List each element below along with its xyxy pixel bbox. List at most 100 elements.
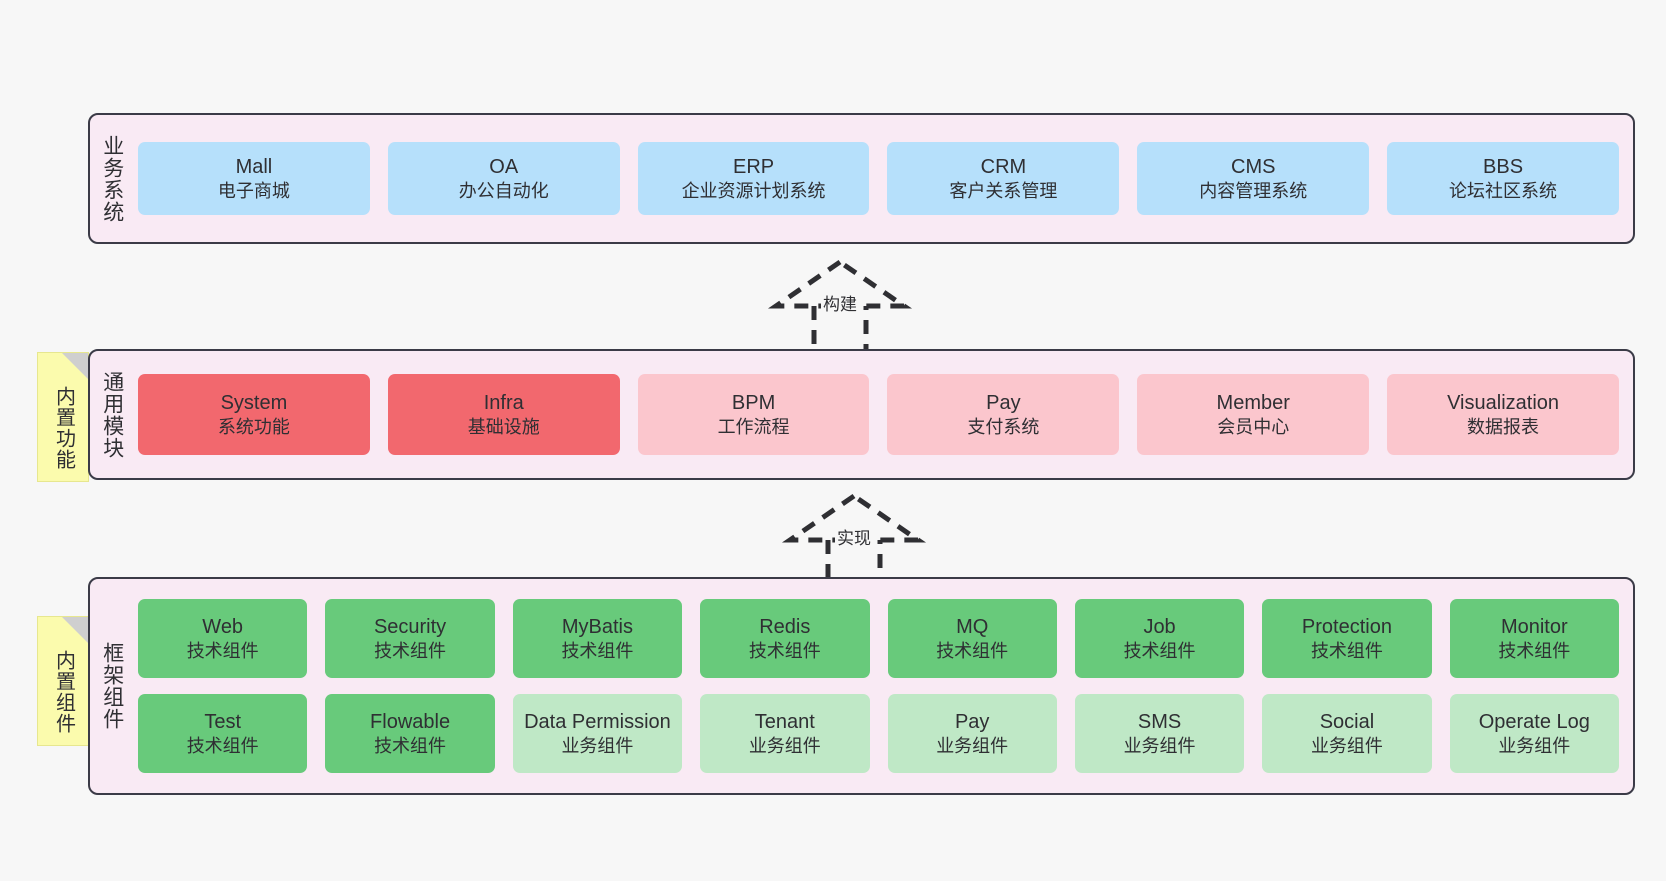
card-subtitle: 业务组件 (1498, 735, 1571, 756)
note-label: 内置功能 (52, 386, 75, 470)
card-title: ERP (733, 155, 775, 178)
card-mq[interactable]: MQ 技术组件 (887, 599, 1057, 678)
card-subtitle: 企业资源计划系统 (681, 180, 826, 201)
card-title: CMS (1231, 155, 1276, 178)
card-redis[interactable]: Redis 技术组件 (700, 599, 870, 678)
card-subtitle: 数据报表 (1467, 416, 1540, 437)
card-title: Member (1216, 391, 1290, 414)
card-sms[interactable]: SMS 业务组件 (1074, 694, 1245, 773)
card-infra[interactable]: Infra 基础设施 (387, 374, 620, 455)
card-pay-business[interactable]: Pay 业务组件 (887, 694, 1057, 773)
card-system[interactable]: System 系统功能 (138, 374, 370, 455)
card-subtitle: 业务组件 (1310, 735, 1383, 756)
card-cms[interactable]: CMS 内容管理系统 (1137, 142, 1370, 215)
layer-title-business: 业务系统 (100, 134, 124, 223)
layer-business-systems: 业务系统 Mall 电子商城 OA 办公自动化 ERP 企业资源计划系统 CRM… (88, 113, 1635, 244)
card-subtitle: 技术组件 (936, 640, 1009, 661)
card-bbs[interactable]: BBS 论坛社区系统 (1387, 142, 1619, 215)
card-erp[interactable]: ERP 企业资源计划系统 (637, 142, 870, 215)
card-title: Operate Log (1478, 710, 1590, 733)
card-title: System (220, 391, 288, 414)
note-label: 内置组件 (52, 650, 75, 734)
card-security[interactable]: Security 技术组件 (325, 599, 495, 678)
card-test[interactable]: Test 技术组件 (138, 694, 308, 773)
card-subtitle: 技术组件 (186, 735, 259, 756)
card-subtitle: 业务组件 (561, 735, 634, 756)
card-subtitle: 业务组件 (936, 735, 1009, 756)
card-crm[interactable]: CRM 客户关系管理 (887, 142, 1120, 215)
card-title: Infra (483, 391, 524, 414)
card-subtitle: 支付系统 (967, 416, 1040, 437)
card-title: Security (373, 615, 447, 638)
card-title: Visualization (1447, 391, 1560, 414)
card-title: BBS (1483, 155, 1524, 178)
card-title: BPM (731, 391, 776, 414)
card-subtitle: 技术组件 (748, 640, 821, 661)
card-title: CRM (980, 155, 1027, 178)
note-fold-icon (62, 617, 88, 643)
connector-build: 构建 (760, 258, 920, 358)
card-subtitle: 基础设施 (467, 416, 540, 437)
card-subtitle: 技术组件 (1310, 640, 1383, 661)
card-web[interactable]: Web 技术组件 (138, 599, 308, 678)
card-title: Monitor (1500, 615, 1568, 638)
card-title: Job (1143, 615, 1176, 638)
card-operate-log[interactable]: Operate Log 业务组件 (1449, 694, 1619, 773)
card-subtitle: 技术组件 (1498, 640, 1571, 661)
card-title: MQ (956, 615, 989, 638)
card-protection[interactable]: Protection 技术组件 (1262, 599, 1432, 678)
card-row: System 系统功能 Infra 基础设施 BPM 工作流程 Pay 支付系统… (138, 374, 1619, 455)
layer-framework-components: 框架组件 Web 技术组件 Security 技术组件 MyBatis 技术组件… (88, 577, 1635, 795)
card-subtitle: 业务组件 (748, 735, 821, 756)
card-subtitle: 内容管理系统 (1199, 180, 1308, 201)
card-subtitle: 电子商城 (217, 180, 290, 201)
card-subtitle: 客户关系管理 (949, 180, 1058, 201)
layer-title-framework: 框架组件 (100, 642, 124, 730)
card-member[interactable]: Member 会员中心 (1137, 374, 1370, 455)
card-subtitle: 论坛社区系统 (1449, 180, 1558, 201)
card-row: Test 技术组件 Flowable 技术组件 Data Permission … (138, 694, 1619, 773)
card-subtitle: 技术组件 (186, 640, 259, 661)
card-subtitle: 技术组件 (374, 735, 447, 756)
connector-label-implement: 实现 (835, 524, 873, 549)
note-fold-icon (62, 353, 88, 379)
card-subtitle: 技术组件 (1123, 640, 1196, 661)
connector-label-build: 构建 (821, 290, 859, 315)
card-subtitle: 系统功能 (217, 416, 290, 437)
card-title: Tenant (754, 710, 815, 733)
card-tenant[interactable]: Tenant 业务组件 (700, 694, 870, 773)
card-title: Mall (235, 155, 273, 178)
card-visualization[interactable]: Visualization 数据报表 (1387, 374, 1619, 455)
card-title: Protection (1301, 615, 1392, 638)
card-subtitle: 办公自动化 (458, 180, 549, 201)
card-title: Flowable (370, 710, 451, 733)
card-subtitle: 技术组件 (374, 640, 447, 661)
card-title: Data Permission (524, 710, 671, 733)
card-title: Pay (954, 710, 990, 733)
card-title: SMS (1137, 710, 1182, 733)
layer-body-modules: System 系统功能 Infra 基础设施 BPM 工作流程 Pay 支付系统… (134, 351, 1633, 478)
card-title: Social (1319, 710, 1375, 733)
card-pay[interactable]: Pay 支付系统 (887, 374, 1120, 455)
card-row: Mall 电子商城 OA 办公自动化 ERP 企业资源计划系统 CRM 客户关系… (138, 142, 1619, 215)
card-social[interactable]: Social 业务组件 (1262, 694, 1432, 773)
note-builtin-features: 内置功能 (37, 352, 89, 482)
card-oa[interactable]: OA 办公自动化 (387, 142, 620, 215)
card-title: Web (202, 615, 244, 638)
card-mybatis[interactable]: MyBatis 技术组件 (512, 599, 683, 678)
layer-common-modules: 通用模块 System 系统功能 Infra 基础设施 BPM 工作流程 Pay… (88, 349, 1635, 480)
card-bpm[interactable]: BPM 工作流程 (637, 374, 870, 455)
card-mall[interactable]: Mall 电子商城 (138, 142, 370, 215)
layer-title-modules: 通用模块 (100, 370, 124, 459)
card-data-permission[interactable]: Data Permission 业务组件 (512, 694, 683, 773)
card-job[interactable]: Job 技术组件 (1074, 599, 1245, 678)
card-title: Test (204, 710, 242, 733)
card-flowable[interactable]: Flowable 技术组件 (325, 694, 495, 773)
layer-body-business: Mall 电子商城 OA 办公自动化 ERP 企业资源计划系统 CRM 客户关系… (134, 115, 1633, 242)
card-subtitle: 会员中心 (1217, 416, 1290, 437)
card-monitor[interactable]: Monitor 技术组件 (1449, 599, 1619, 678)
card-title: Redis (759, 615, 811, 638)
card-row: Web 技术组件 Security 技术组件 MyBatis 技术组件 Redi… (138, 599, 1619, 678)
card-title: MyBatis (561, 615, 633, 638)
card-title: Pay (986, 391, 1021, 414)
